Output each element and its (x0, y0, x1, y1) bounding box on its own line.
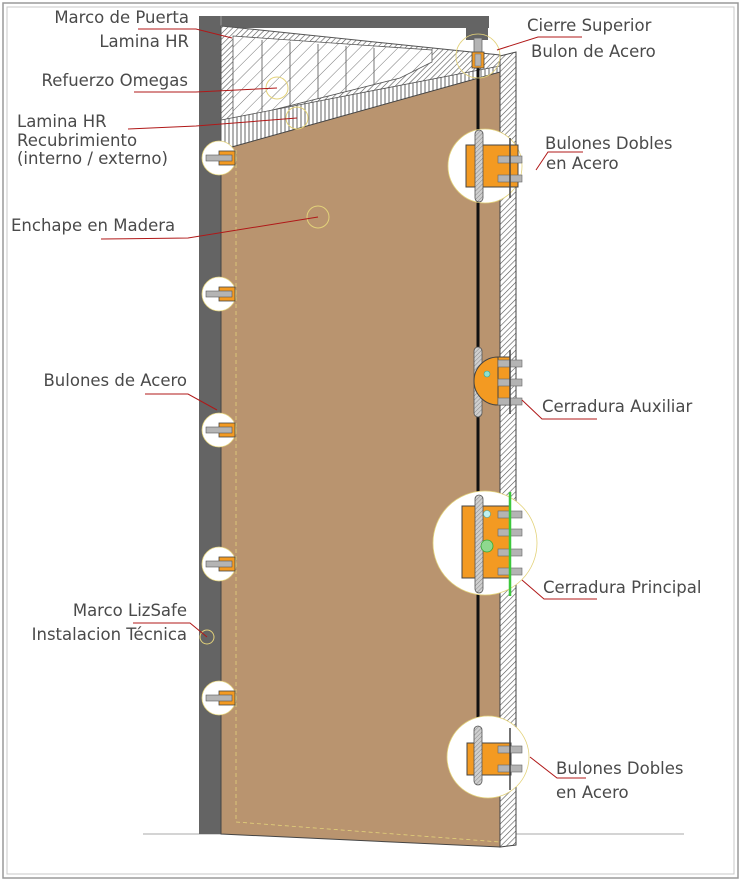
label-en-acero-bottom: en Acero (556, 783, 629, 802)
frame-bolt (201, 546, 237, 582)
cierre-superior-bolt (455, 33, 501, 79)
label-lamina-hr: Lamina HR (17, 112, 107, 131)
frame-bolt (201, 412, 237, 448)
label-instalacion-tecnica: Instalacion Técnica (31, 625, 187, 644)
label-lamina-hr-top: Lamina HR (99, 32, 189, 51)
label-en-acero-top: en Acero (546, 154, 619, 173)
door-inner-outline (235, 150, 501, 843)
cerradura-principal-assembly (432, 490, 538, 596)
refuerzo-omegas-section (232, 35, 433, 121)
marco-lizsafe-marker (199, 629, 215, 645)
label-recubrimiento: Recubrimiento (17, 131, 138, 150)
label-cerradura-principal: Cerradura Principal (543, 578, 702, 597)
frame-right-jamb (466, 16, 488, 40)
label-cierre-superior: Cierre Superior (527, 16, 652, 35)
label-bulones-dobles-bottom: Bulones Dobles (556, 759, 684, 778)
label-bulones-dobles-top: Bulones Dobles (545, 134, 673, 153)
inner-border (6, 6, 735, 875)
bulones-dobles-top-assembly (447, 128, 523, 204)
leader-lines (100, 28, 597, 779)
cerradura-auxiliar-assembly (473, 346, 523, 418)
label-marco-lizsafe: Marco LizSafe (72, 601, 187, 620)
frame-head (199, 16, 489, 28)
bulones-dobles-bottom-assembly (446, 715, 530, 799)
frame-bolt (201, 680, 237, 716)
label-bulon-acero: Bulon de Acero (531, 42, 656, 61)
frame-bolt (201, 276, 237, 312)
label-marco-puerta: Marco de Puerta (54, 8, 189, 27)
label-enchape-madera: Enchape en Madera (11, 216, 176, 235)
label-refuerzo-omegas: Refuerzo Omegas (41, 71, 188, 90)
label-cerradura-auxiliar: Cerradura Auxiliar (542, 397, 693, 416)
frame-bolt (201, 140, 237, 176)
label-bulones-acero: Bulones de Acero (43, 371, 187, 390)
label-interno-externo: (interno / externo) (17, 149, 168, 168)
